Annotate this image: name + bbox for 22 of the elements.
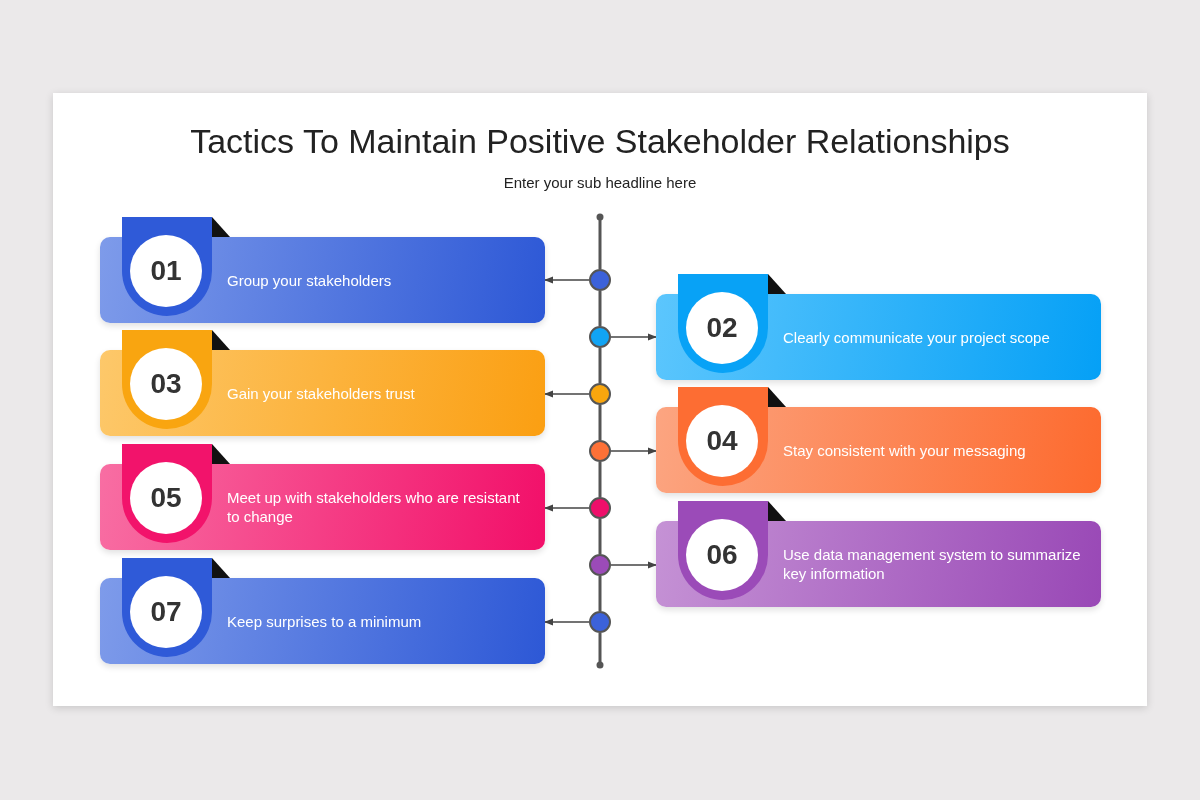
timeline-line [598,348,602,383]
arrow [544,618,590,626]
title: Tactics To Maintain Positive Stakeholder Relationships [189,122,1011,161]
step-text: Gain your stakeholders trust [227,383,415,403]
arrow [544,276,590,284]
step-text: Clearly communicate your project scope [783,327,1050,347]
arrow [610,561,657,569]
step-text: Keep surprises to a minimum [227,611,422,631]
timeline-line [598,291,602,326]
step-text: Group your stakeholders [227,270,392,290]
arrow [544,390,590,398]
step-text: Stay consistent with your messaging [783,440,1026,460]
timeline-line [598,462,602,497]
timeline-line [598,519,602,554]
subtitle: Enter your sub headline here [502,174,698,191]
arrow [544,504,590,512]
step-text: Meet up with stakeholders who are resistant to change [227,488,521,526]
arrow [610,333,657,341]
timeline-line [598,576,602,611]
step-text: Use data management system to summarize key information [783,545,1082,583]
timeline-line [598,405,602,440]
arrow [610,447,657,455]
